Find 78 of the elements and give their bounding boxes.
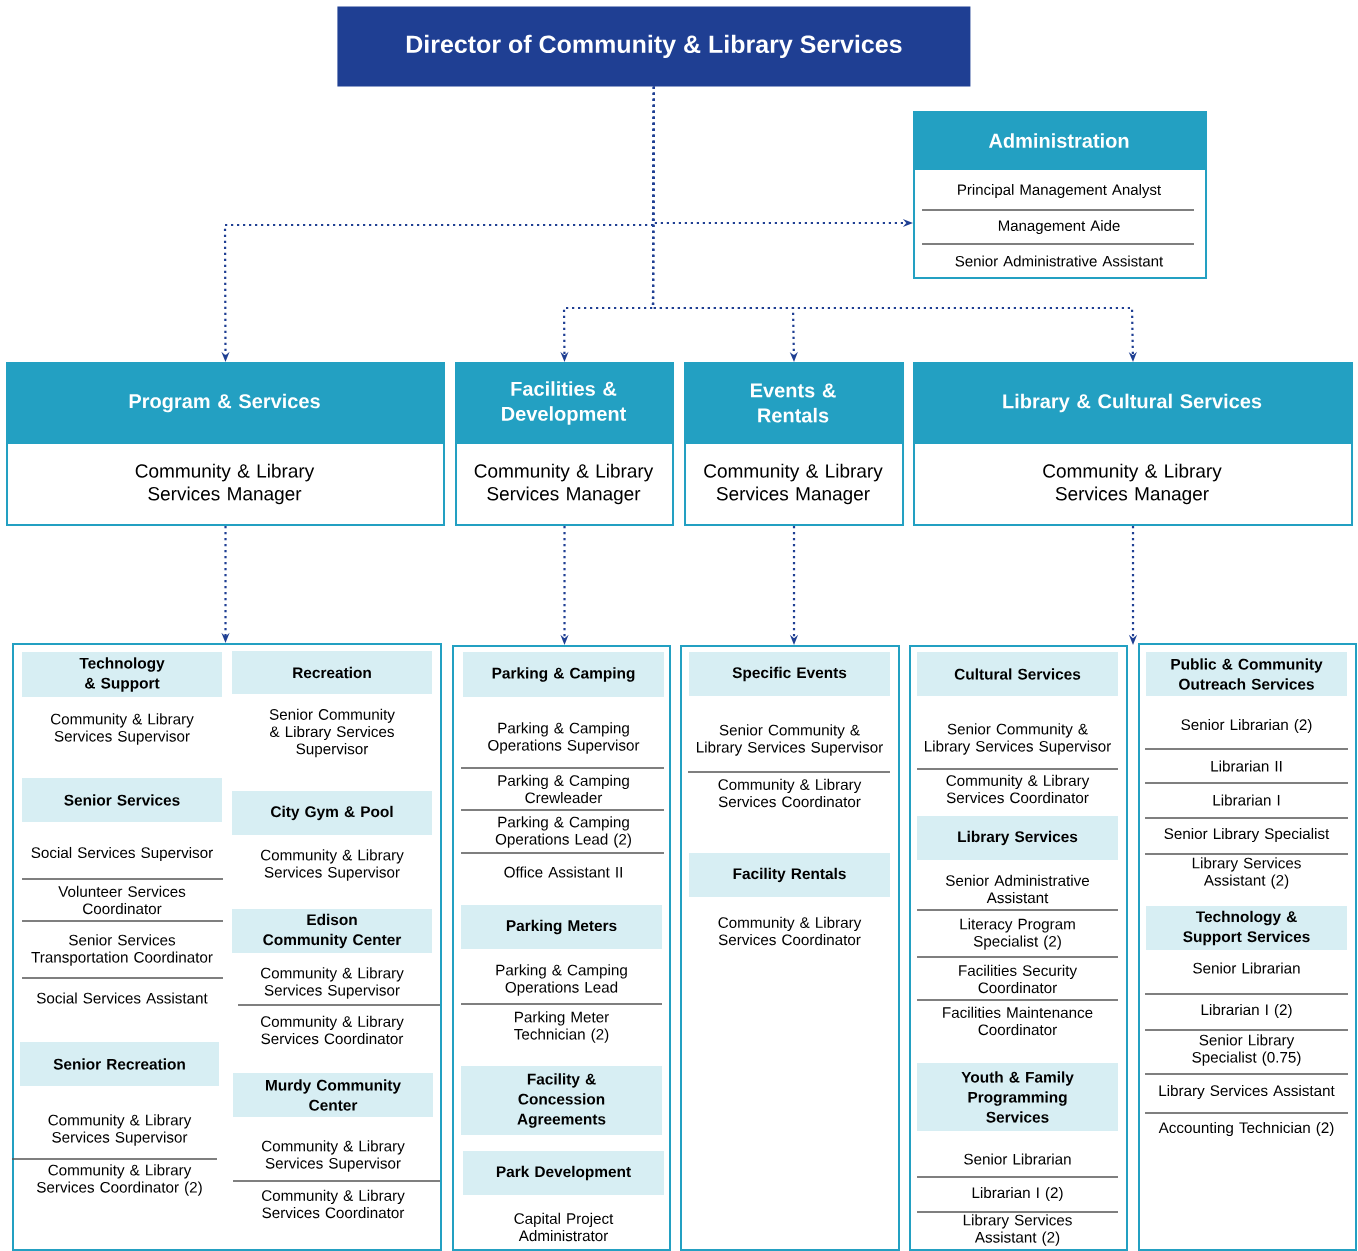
job-title: Community & Library Services Manager — [135, 463, 315, 505]
section-heading: Technology & Support — [22, 652, 222, 697]
job-title: Community & Library Services Coordinator — [946, 774, 1090, 804]
job-title: Community & Library Services Manager — [474, 463, 654, 505]
section-heading: Parking Meters — [461, 905, 662, 949]
section-heading: Facility Rentals — [689, 853, 890, 897]
job-title: Management Aide — [998, 220, 1120, 234]
job-title: Capital Project Administrator — [514, 1212, 614, 1242]
job-title: Community & Library Services Coordinator — [718, 778, 862, 808]
job-title: Community & Library Services Supervisor — [261, 967, 404, 999]
job-title: Accounting Technician (2) — [1158, 1121, 1334, 1137]
job-title: Parking & Camping Operations Lead (2) — [495, 816, 631, 848]
job-title: Library Services Assistant (2) — [963, 1214, 1072, 1246]
section-heading: Technology & Support Services — [1146, 906, 1347, 950]
job-title: Social Services Assistant — [36, 992, 208, 1004]
section-heading: Park Development — [463, 1151, 664, 1195]
division-panel — [452, 645, 671, 1251]
section-heading: Facility & Concession Agreements — [461, 1066, 662, 1135]
section-heading: Senior Services — [22, 778, 222, 822]
job-title: Librarian I (2) — [1201, 1003, 1292, 1019]
job-title: Principal Management Analyst — [958, 184, 1161, 198]
division-panel — [12, 643, 442, 1251]
division-panel — [909, 645, 1128, 1251]
department-heading: Events & Rentals — [684, 362, 902, 444]
job-title: Community & Library Services Coordinator — [718, 916, 862, 946]
section-heading: Public & Community Outreach Services — [1146, 652, 1347, 696]
job-title: Parking & Camping Operations Lead — [496, 964, 627, 996]
division-panel — [680, 645, 900, 1251]
job-title: Social Services Supervisor — [31, 846, 213, 862]
job-title: Senior Community & Library Services Supervisor — [925, 723, 1111, 755]
job-title: Librarian I (2) — [972, 1186, 1063, 1202]
section-heading: Library Services — [917, 816, 1118, 860]
job-title: Parking & Camping Crewleader — [498, 774, 629, 804]
job-title: Senior Administrative Assistant — [945, 874, 1090, 904]
job-title: Senior Librarian (2) — [1181, 718, 1312, 734]
section-heading: City Gym & Pool — [232, 791, 432, 835]
section-heading: Recreation — [232, 651, 432, 694]
department-heading: Facilities & Development — [455, 362, 672, 444]
section-heading: Specific Events — [689, 652, 890, 696]
section-heading: Edison Community Center — [232, 909, 432, 953]
section-heading: Cultural Services — [917, 652, 1118, 696]
job-title: Senior Administrative Assistant — [955, 255, 1164, 267]
section-heading: Murdy Community Center — [233, 1073, 433, 1117]
job-title: Community & Library Services Coordinator — [262, 1189, 405, 1219]
section-heading: Senior Recreation — [20, 1042, 219, 1086]
job-title: Community & Library Services Coordinator — [261, 1015, 404, 1045]
job-title: Community & Library Services Manager — [704, 463, 883, 505]
job-title: Senior Community & Library Services Supervisor — [269, 708, 395, 758]
section-heading: Parking & Camping — [463, 652, 664, 697]
job-title: Parking & Camping Operations Supervisor — [488, 722, 640, 754]
section-heading: Youth & Family Programming Services — [917, 1063, 1118, 1131]
job-title: Literacy Program Specialist (2) — [960, 918, 1075, 950]
job-title: Librarian II — [1211, 760, 1282, 772]
job-title: Senior Community & Library Services Supervisor — [697, 724, 883, 756]
job-title: Community & Library Services Supervisor — [261, 849, 404, 881]
job-title: Community & Library Services Coordinator (2) — [37, 1164, 202, 1196]
job-title: Senior Library Specialist — [1164, 827, 1330, 843]
job-title: Library Services Assistant — [1159, 1084, 1335, 1100]
job-title: Librarian I — [1213, 794, 1280, 806]
job-title: Parking Meter Technician (2) — [514, 1011, 609, 1043]
title-box: Director of Community & Library Services — [337, 6, 971, 87]
job-title: Senior Library Specialist (0.75) — [1192, 1034, 1301, 1066]
job-title: Senior Librarian — [1193, 962, 1300, 974]
job-title: Community & Library Services Supervisor — [48, 1114, 192, 1146]
job-title: Community & Library Services Supervisor — [51, 713, 194, 745]
job-title: Office Assistant II — [504, 866, 622, 878]
division-panel — [1138, 643, 1357, 1251]
job-title: Library Services Assistant (2) — [1192, 857, 1301, 889]
department-heading: Library & Cultural Services — [913, 362, 1351, 444]
job-title: Community & Library Services Manager — [1043, 463, 1222, 505]
job-title: Facilities Security Coordinator — [959, 964, 1078, 994]
job-title: Facilities Maintenance Coordinator — [943, 1006, 1093, 1036]
job-title: Senior Services Transportation Coordinator — [31, 934, 213, 966]
job-title: Community & Library Services Supervisor — [262, 1140, 405, 1172]
department-heading: Administration — [913, 111, 1205, 170]
job-title: Senior Librarian — [964, 1153, 1071, 1165]
job-title: Volunteer Services Coordinator — [58, 885, 186, 915]
department-heading: Program & Services — [6, 362, 443, 444]
